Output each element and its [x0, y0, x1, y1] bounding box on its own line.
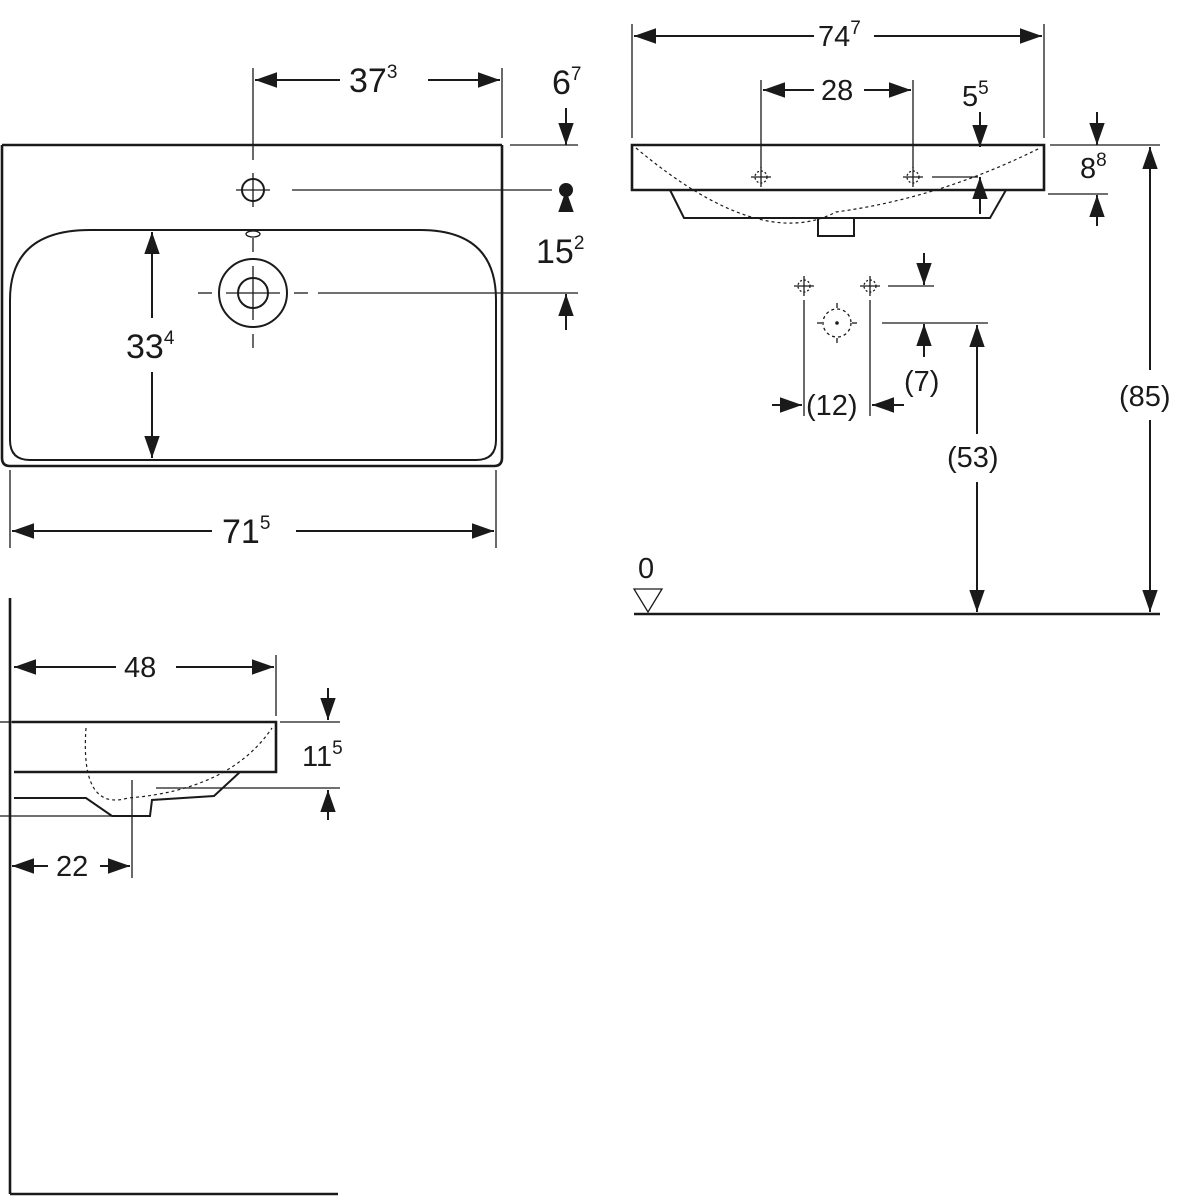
dim-tap-edge-sup: 7	[571, 64, 582, 85]
dim-supply-drop: (7)	[904, 253, 939, 398]
dim-width-sup: 5	[260, 513, 271, 534]
dim-supply-spacing: (12)	[772, 390, 904, 422]
dim-overall-width-sup: 7	[850, 18, 861, 39]
dim-height-value: 11	[302, 741, 332, 773]
basin-outline-front	[630, 143, 1046, 192]
dim-bracket-spacing-value: 28	[821, 75, 853, 107]
basin-pedestal-front	[669, 189, 1007, 219]
svg-text:115: 115	[302, 738, 343, 773]
side-view: 48 115 22	[0, 598, 343, 1196]
svg-text:67: 67	[552, 64, 582, 102]
svg-text:28: 28	[821, 75, 853, 107]
drain-hole	[198, 238, 308, 348]
dim-width-value: 71	[222, 513, 260, 551]
svg-text:334: 334	[126, 328, 175, 366]
dim-rim-floor-value: (85)	[1119, 381, 1171, 413]
bowl-outline-top	[9, 229, 497, 461]
bowl-dashed-side	[84, 727, 273, 801]
dim-drain-offset-value: 22	[56, 851, 88, 883]
dim-drain-edge-value: 15	[536, 233, 574, 271]
dim-drain-floor: (53)	[947, 325, 999, 612]
top-view: 373 67 152 334 715	[0, 62, 584, 551]
overflow-mark	[245, 230, 261, 238]
dim-bowl-depth-value: 33	[126, 328, 164, 366]
dim-width: 715	[9, 470, 497, 551]
svg-text:22: 22	[56, 851, 88, 883]
waste-point	[817, 303, 857, 343]
dim-bracket-drop: 55	[962, 78, 989, 214]
dim-bowl-depth: 334	[126, 232, 175, 458]
dim-bracket-spacing: 28	[763, 75, 911, 107]
bracket-hole-right	[903, 167, 923, 187]
dim-drain-edge-sup: 2	[574, 233, 585, 254]
dim-rim-height-sup: 8	[1096, 150, 1107, 171]
svg-text:747: 747	[818, 18, 861, 53]
basin-outline-side	[12, 720, 278, 774]
datum-triangle	[632, 588, 664, 614]
supply-hole-left	[794, 276, 814, 296]
dim-drain-edge: 152	[536, 233, 584, 330]
tap-hole	[236, 173, 270, 207]
dim-height: 115	[156, 688, 343, 820]
dim-bowl-depth-sup: 4	[164, 328, 175, 349]
dim-drain-floor-value: (53)	[947, 442, 999, 474]
dim-supply-drop-value: (7)	[904, 366, 939, 398]
waste-outlet-front	[817, 218, 855, 237]
dim-rim-floor: (85)	[1119, 147, 1171, 612]
dim-tap-offset: 373	[255, 62, 500, 100]
svg-text:152: 152	[536, 233, 584, 271]
basin-outline-top	[0, 145, 504, 468]
dim-rim-height: 88	[1080, 112, 1107, 226]
dim-tap-offset-sup: 3	[387, 62, 398, 83]
dim-overall-width-value: 74	[818, 21, 850, 53]
svg-text:373: 373	[349, 62, 397, 100]
supply-hole-right	[860, 276, 880, 296]
front-view: 747 28 55 88	[630, 18, 1171, 616]
svg-text:55: 55	[962, 78, 989, 113]
bracket-hole-left	[751, 167, 771, 187]
dim-bracket-drop-value: 5	[962, 81, 978, 113]
dim-bracket-drop-sup: 5	[978, 78, 989, 99]
pedestal-side	[14, 771, 241, 817]
datum-label: 0	[638, 553, 654, 585]
dim-rim-height-value: 8	[1080, 153, 1096, 185]
svg-text:88: 88	[1080, 150, 1107, 185]
dim-overall-width: 747	[634, 18, 1042, 53]
dim-supply-spacing-value: (12)	[806, 390, 858, 422]
dim-height-sup: 5	[332, 738, 343, 759]
dim-tap-offset-value: 37	[349, 62, 387, 100]
dim-projection-value: 48	[124, 652, 156, 684]
dim-drain-offset: 22	[12, 851, 130, 883]
dim-tap-edge: 67	[552, 64, 582, 212]
svg-text:48: 48	[124, 652, 156, 684]
svg-text:715: 715	[222, 513, 270, 551]
dim-projection: 48	[14, 652, 277, 716]
dim-tap-edge-value: 6	[552, 64, 571, 102]
